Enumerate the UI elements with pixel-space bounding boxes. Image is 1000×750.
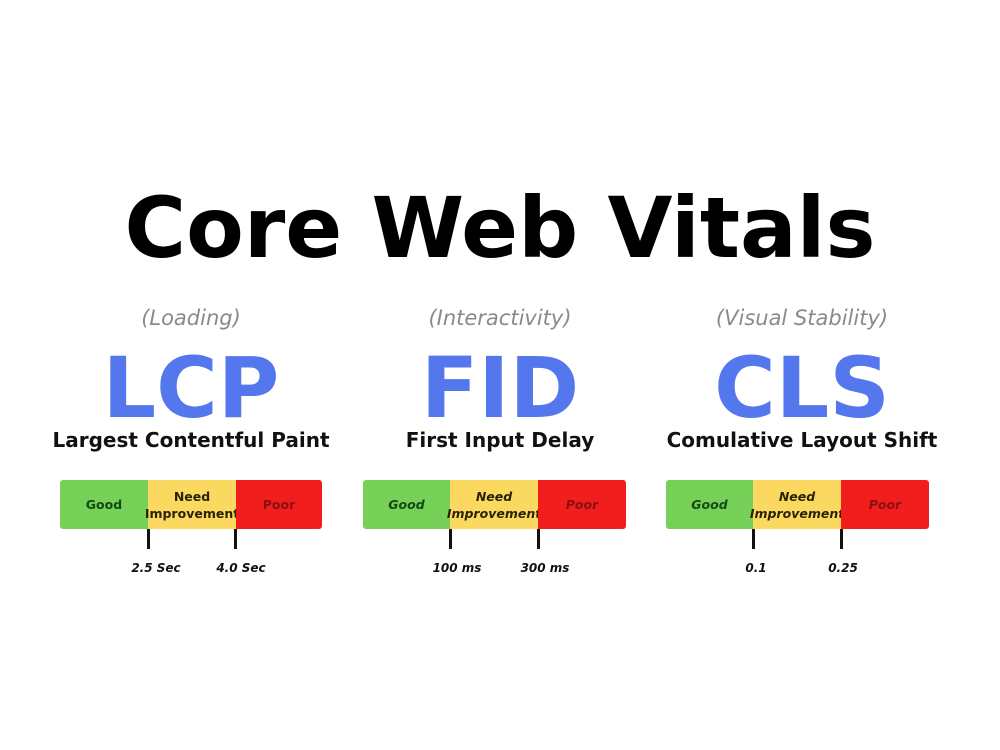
threshold-tick <box>752 529 755 549</box>
threshold-tick <box>449 529 452 549</box>
threshold-label: 0.25 <box>828 561 858 575</box>
threshold-bar: Good Need Improvement Poor <box>60 480 322 529</box>
segment-need-improvement: Need Improvement <box>447 480 541 529</box>
segment-poor: Poor <box>236 480 322 529</box>
segment-good: Good <box>363 480 450 529</box>
threshold-bar: Good Need Improvement Poor <box>666 480 929 529</box>
metric-abbreviation: LCP <box>102 339 280 437</box>
segment-poor: Poor <box>841 480 929 529</box>
metric-abbreviation: CLS <box>714 339 890 437</box>
metric-category: (Loading) <box>141 306 241 330</box>
threshold-bar: Good Need Improvement Poor <box>363 480 626 529</box>
threshold-label: 2.5 Sec <box>131 561 181 575</box>
threshold-tick <box>537 529 540 549</box>
metric-full-name: Comulative Layout Shift <box>666 428 938 452</box>
threshold-label: 100 ms <box>432 561 482 575</box>
metric-full-name: First Input Delay <box>405 428 595 452</box>
threshold-label: 4.0 Sec <box>216 561 266 575</box>
metric-abbreviation: FID <box>420 339 580 437</box>
metric-full-name: Largest Contentful Paint <box>52 428 330 452</box>
segment-need-improvement: Need Improvement <box>145 480 239 529</box>
threshold-tick <box>147 529 150 549</box>
metric-category: (Visual Stability) <box>715 306 889 330</box>
segment-good: Good <box>60 480 148 529</box>
page-title: Core Web Vitals <box>124 179 876 277</box>
metric-category: (Interactivity) <box>428 306 572 330</box>
segment-good: Good <box>666 480 753 529</box>
threshold-tick <box>840 529 843 549</box>
segment-poor: Poor <box>538 480 626 529</box>
threshold-tick <box>234 529 237 549</box>
threshold-label: 300 ms <box>520 561 570 575</box>
threshold-label: 0.1 <box>745 561 767 575</box>
segment-need-improvement: Need Improvement <box>750 480 844 529</box>
